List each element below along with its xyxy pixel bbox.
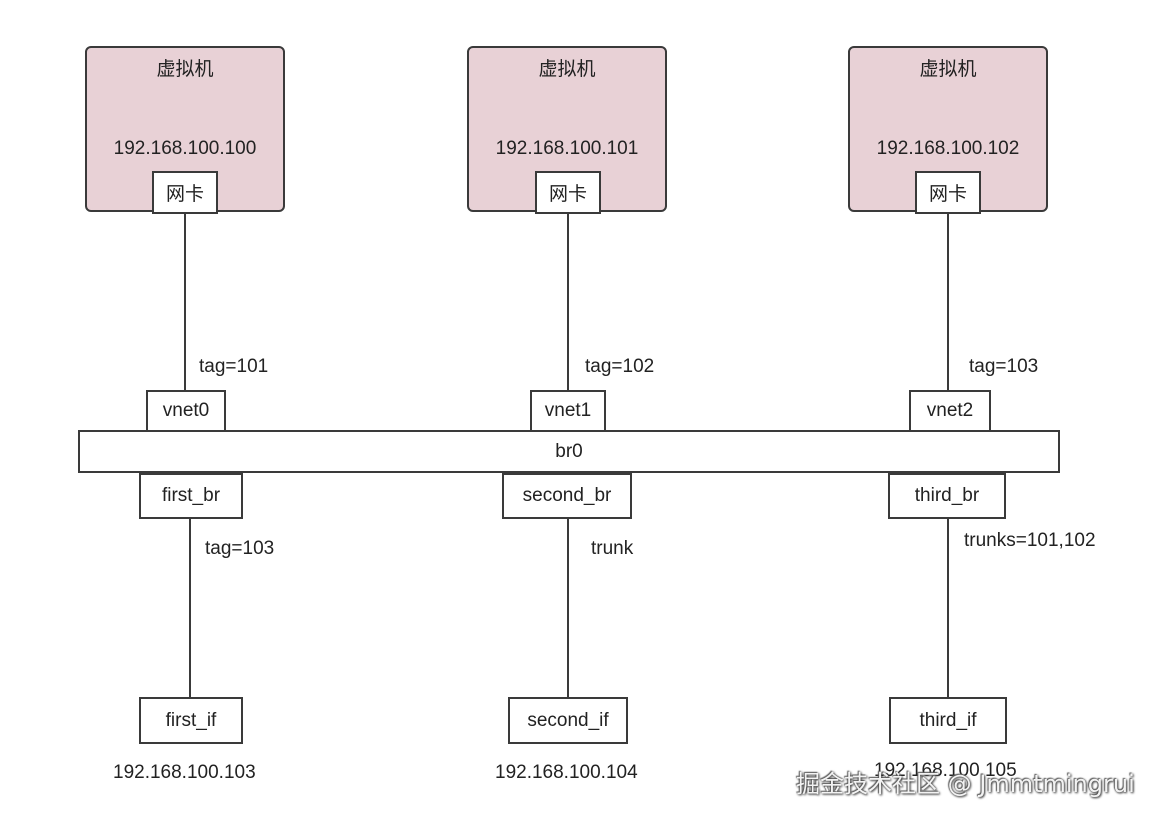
vnet-box-0: vnet0 bbox=[146, 390, 226, 432]
nic-box-0: 网卡 bbox=[152, 171, 218, 214]
iface-box-second-if: second_if bbox=[508, 697, 628, 744]
vm-ip: 192.168.100.101 bbox=[495, 138, 639, 159]
vm-title: 虚拟机 bbox=[156, 58, 214, 80]
vm-box-1: 虚拟机 192.168.100.101 bbox=[467, 46, 667, 212]
link-nic-vnet-1 bbox=[567, 214, 569, 390]
port-mode-label-1: trunk bbox=[591, 538, 634, 559]
vm-tag-label-2: tag=103 bbox=[969, 356, 1039, 377]
port-mode-label-2: trunks=101,102 bbox=[964, 530, 1096, 551]
nic-box-1: 网卡 bbox=[535, 171, 601, 214]
port-box-second-br: second_br bbox=[502, 473, 632, 519]
nic-box-2: 网卡 bbox=[915, 171, 981, 214]
iface-ip-label-1: 192.168.100.104 bbox=[495, 762, 638, 783]
port-box-third-br: third_br bbox=[888, 473, 1006, 519]
vnet-box-2: vnet2 bbox=[909, 390, 991, 432]
vm-title: 虚拟机 bbox=[538, 58, 596, 80]
iface-box-first-if: first_if bbox=[139, 697, 243, 744]
bridge-br0: br0 bbox=[78, 430, 1060, 473]
link-nic-vnet-2 bbox=[947, 214, 949, 390]
watermark: 掘金技术社区 @ Jmmtmingrui bbox=[796, 770, 1135, 798]
iface-ip-label-0: 192.168.100.103 bbox=[113, 762, 256, 783]
port-mode-label-0: tag=103 bbox=[205, 538, 275, 559]
link-port-iface-2 bbox=[947, 519, 949, 697]
iface-ip-label-2: 192.168.100.105 bbox=[874, 760, 1017, 781]
port-box-first-br: first_br bbox=[139, 473, 243, 519]
iface-box-third-if: third_if bbox=[889, 697, 1007, 744]
vm-ip: 192.168.100.102 bbox=[876, 138, 1020, 159]
vm-tag-label-1: tag=102 bbox=[585, 356, 655, 377]
vm-tag-label-0: tag=101 bbox=[199, 356, 269, 377]
vm-title: 虚拟机 bbox=[919, 58, 977, 80]
vm-ip: 192.168.100.100 bbox=[113, 138, 257, 159]
link-nic-vnet-0 bbox=[184, 214, 186, 390]
link-port-iface-0 bbox=[189, 519, 191, 697]
vm-box-2: 虚拟机 192.168.100.102 bbox=[848, 46, 1048, 212]
vnet-box-1: vnet1 bbox=[530, 390, 606, 432]
link-port-iface-1 bbox=[567, 519, 569, 697]
